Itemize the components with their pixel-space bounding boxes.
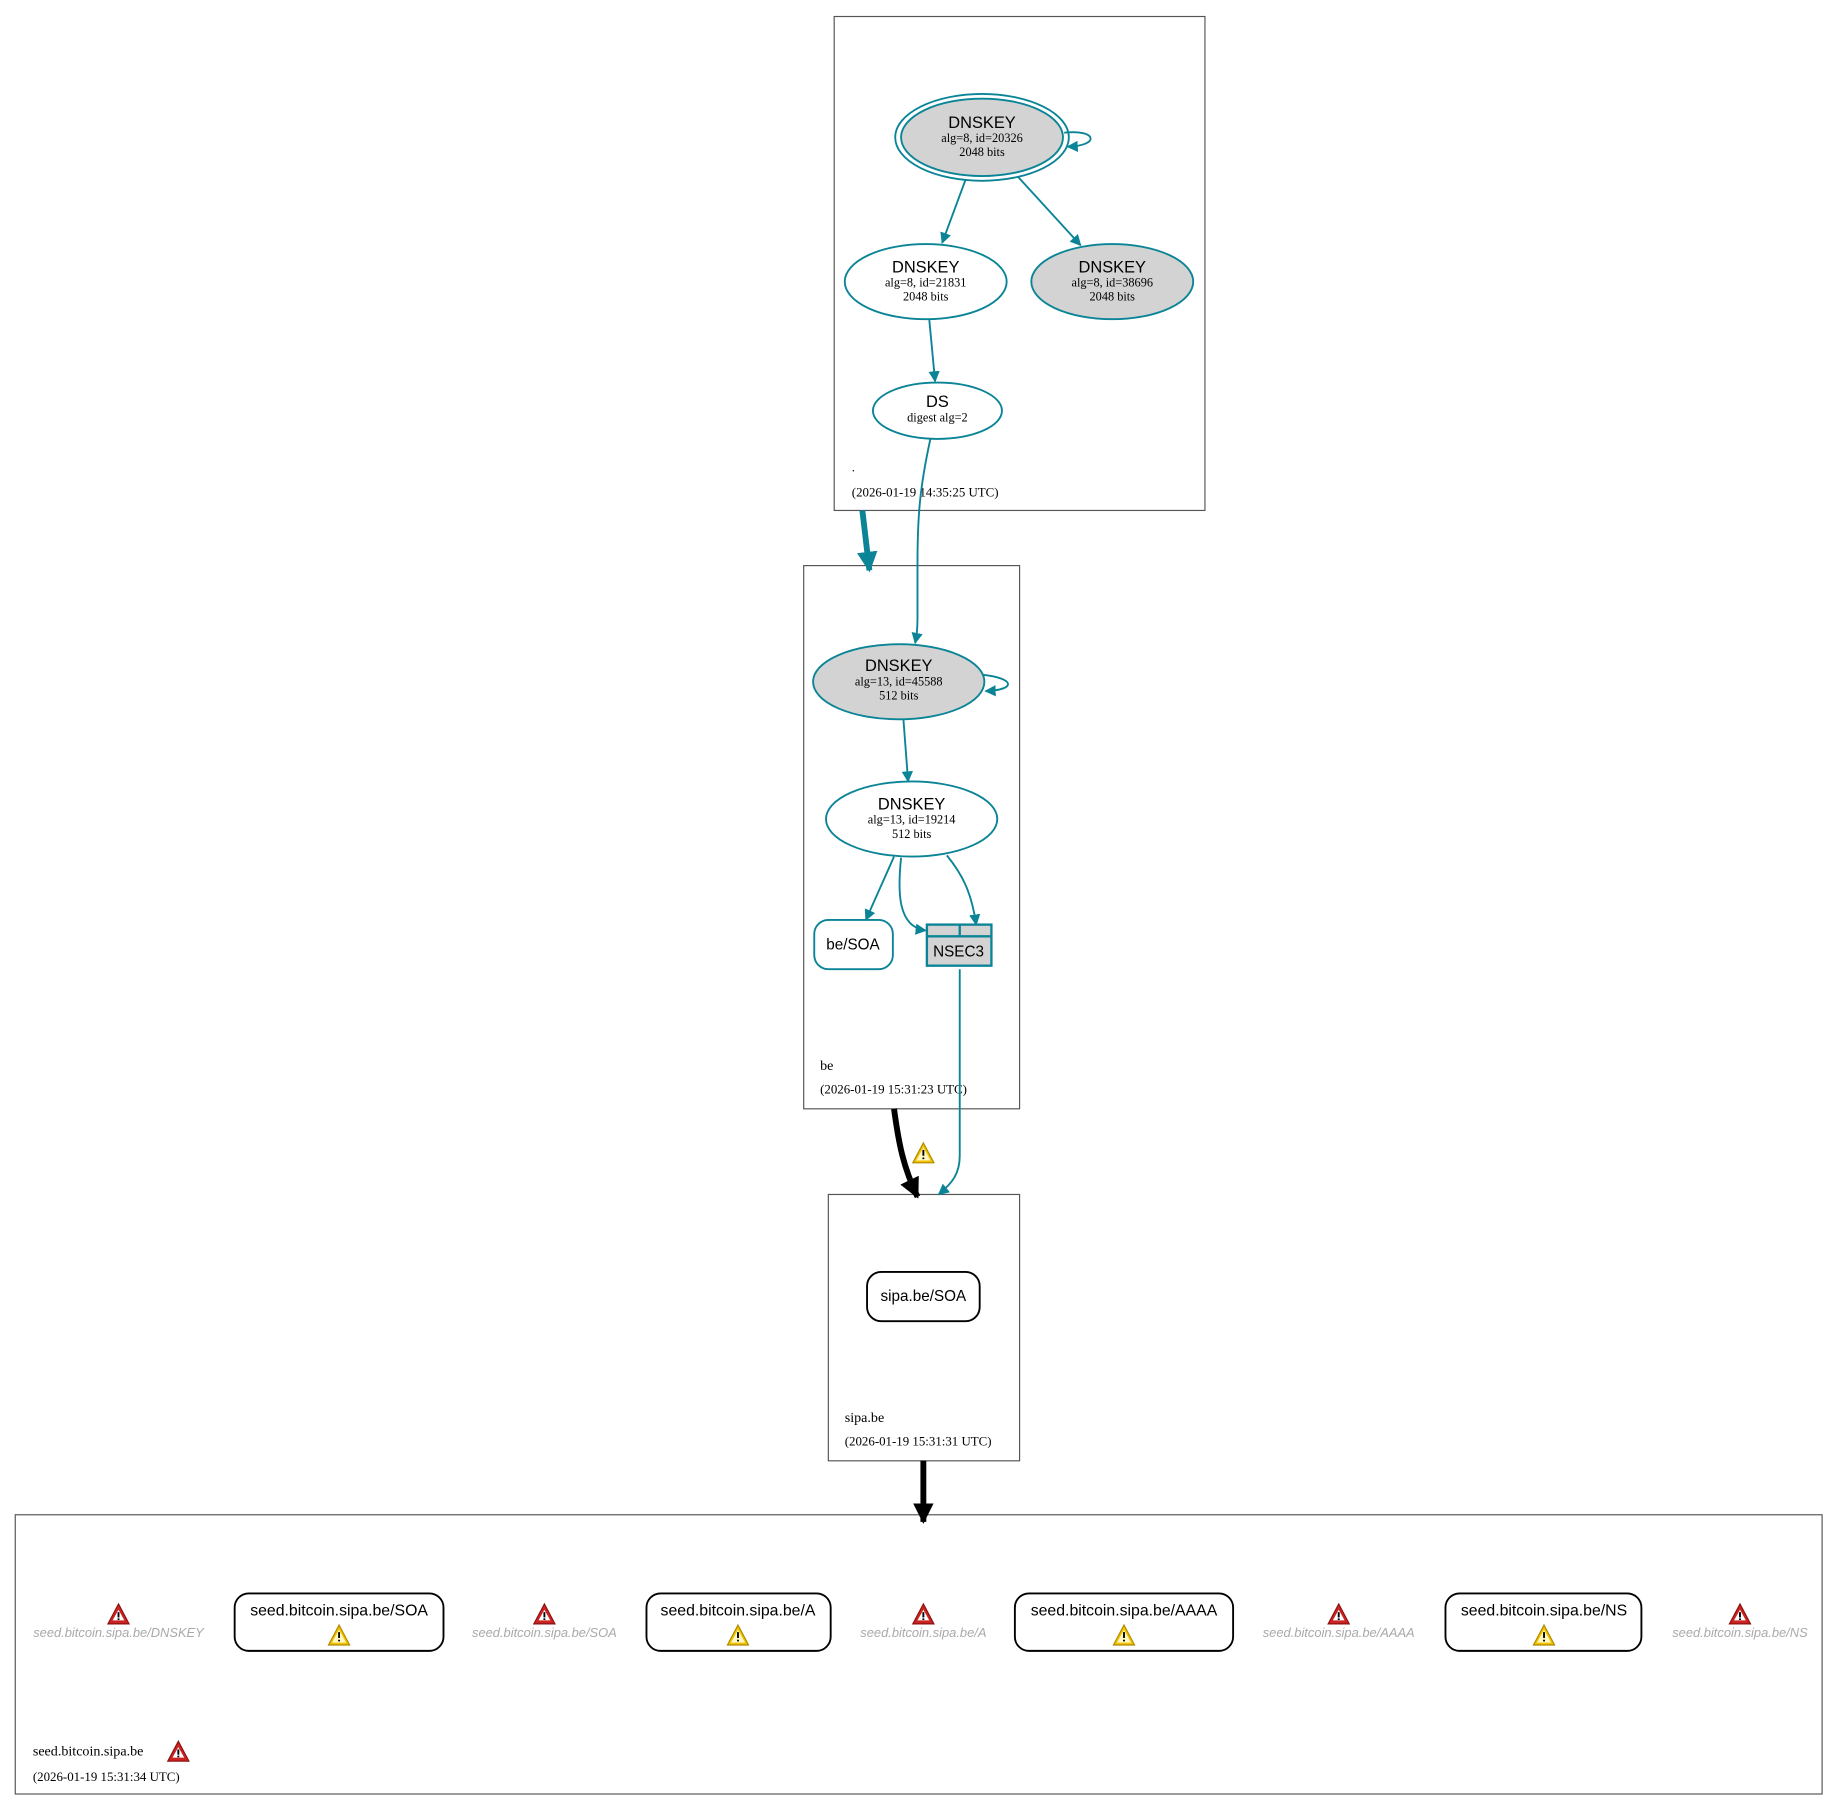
node-title: seed.bitcoin.sipa.be/AAAA [1031, 1603, 1218, 1620]
warning-icon [912, 1142, 935, 1164]
node-detail: 2048 bits [959, 145, 1005, 159]
node-title: seed.bitcoin.sipa.be/SOA [250, 1603, 428, 1620]
node-detail: 2048 bits [903, 289, 949, 303]
node-title: DNSKEY [948, 114, 1016, 132]
node-title: DNSKEY [1079, 258, 1147, 276]
nsec3-node[interactable]: NSEC3 [925, 923, 993, 967]
node-detail: alg=8, id=38696 [1072, 275, 1154, 289]
node-detail: 512 bits [879, 688, 919, 702]
seed-error-a[interactable]: seed.bitcoin.sipa.be/A [860, 1603, 986, 1640]
sipa-soa-node[interactable]: sipa.be/SOA [866, 1270, 981, 1323]
zone-name: . [852, 461, 855, 475]
error-label: seed.bitcoin.sipa.be/NS [1672, 1625, 1808, 1640]
seed-error-soa[interactable]: seed.bitcoin.sipa.be/SOA [472, 1603, 617, 1640]
seed-aaaa-node[interactable]: seed.bitcoin.sipa.be/AAAA [1013, 1592, 1235, 1652]
zone-name: seed.bitcoin.sipa.be [33, 1743, 144, 1759]
zone-sipa: sipa.be (2026-01-19 15:31:31 UTC) [827, 1193, 1021, 1462]
seed-ns-node[interactable]: seed.bitcoin.sipa.be/NS [1444, 1592, 1643, 1652]
zone-name: sipa.be [845, 1410, 884, 1426]
seed-a-node[interactable]: seed.bitcoin.sipa.be/A [645, 1592, 832, 1652]
seed-error-aaaa[interactable]: seed.bitcoin.sipa.be/AAAA [1263, 1603, 1415, 1640]
seed-soa-node[interactable]: seed.bitcoin.sipa.be/SOA [233, 1592, 445, 1652]
node-detail: digest alg=2 [907, 410, 968, 424]
zone-timestamp: (2026-01-19 14:35:25 UTC) [852, 485, 999, 499]
node-title: DS [926, 393, 949, 411]
dnskey-node-21831[interactable]: DNSKEY alg=8, id=21831 2048 bits [843, 243, 1008, 321]
node-title: NSEC3 [933, 943, 984, 960]
node-detail: 2048 bits [1090, 289, 1136, 303]
error-label: seed.bitcoin.sipa.be/A [860, 1625, 986, 1640]
node-title: DNSKEY [865, 657, 933, 675]
ds-node[interactable]: DS digest alg=2 [871, 381, 1003, 440]
zone-timestamp: (2026-01-19 15:31:23 UTC) [820, 1083, 967, 1097]
zone-name: be [820, 1058, 833, 1074]
node-title: sipa.be/SOA [881, 1288, 967, 1305]
error-label: seed.bitcoin.sipa.be/AAAA [1263, 1625, 1415, 1640]
node-title: seed.bitcoin.sipa.be/A [661, 1603, 816, 1620]
node-detail: alg=8, id=21831 [885, 275, 966, 289]
edges [857, 131, 1092, 1524]
zone-timestamp: (2026-01-19 15:31:34 UTC) [33, 1770, 180, 1784]
node-title: DNSKEY [878, 796, 946, 814]
seed-error-ns[interactable]: seed.bitcoin.sipa.be/NS [1672, 1603, 1808, 1640]
node-title: be/SOA [826, 936, 880, 953]
seed-error-dnskey[interactable]: seed.bitcoin.sipa.be/DNSKEY [33, 1603, 205, 1640]
node-title: seed.bitcoin.sipa.be/NS [1461, 1603, 1627, 1620]
node-detail: alg=8, id=20326 [941, 131, 1022, 145]
error-label: seed.bitcoin.sipa.be/DNSKEY [33, 1625, 205, 1640]
dnskey-node-20326[interactable]: DNSKEY alg=8, id=20326 2048 bits [894, 93, 1070, 182]
node-detail: 512 bits [892, 827, 932, 841]
node-title: DNSKEY [892, 258, 960, 276]
zone-timestamp: (2026-01-19 15:31:31 UTC) [845, 1435, 992, 1449]
error-label: seed.bitcoin.sipa.be/SOA [472, 1625, 617, 1640]
zone-seed: seed.bitcoin.sipa.be (2026-01-19 15:31:3… [14, 1514, 1823, 1795]
node-detail: alg=13, id=19214 [868, 813, 956, 827]
dnskey-node-38696[interactable]: DNSKEY alg=8, id=38696 2048 bits [1030, 243, 1195, 321]
be-soa-node[interactable]: be/SOA [813, 918, 894, 971]
dnskey-node-45588[interactable]: DNSKEY alg=13, id=45588 512 bits [812, 643, 986, 721]
node-detail: alg=13, id=45588 [855, 674, 943, 688]
dnskey-node-19214[interactable]: DNSKEY alg=13, id=19214 512 bits [825, 780, 999, 858]
